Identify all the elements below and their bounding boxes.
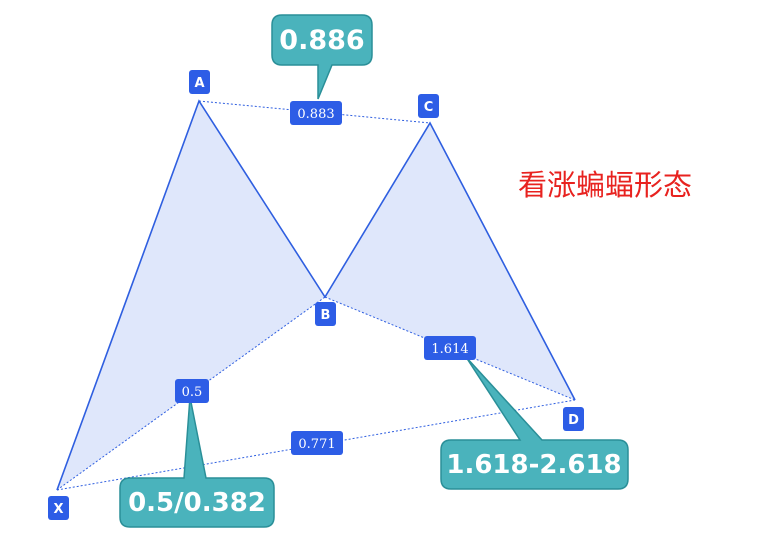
point-label-b: B	[315, 302, 336, 326]
point-x-text: X	[53, 502, 63, 517]
point-c-text: C	[424, 100, 434, 115]
ratio-label-ac: 0.883	[290, 101, 342, 125]
ratio-xb-text: 0.5	[182, 385, 203, 400]
callout-top: 0.886	[271, 14, 373, 100]
bd-dotted-line	[324, 296, 576, 401]
callout-bottom-left-text: 0.5/0.382	[128, 488, 266, 518]
ratio-xd-text: 0.771	[298, 437, 335, 452]
xab-triangle	[57, 101, 325, 490]
callout-bottom-right: 1.618-2.618	[440, 356, 629, 490]
callout-top-text: 0.886	[279, 25, 364, 56]
xabcd-path	[56, 99, 576, 491]
point-a-text: A	[194, 76, 204, 91]
point-label-d: D	[563, 407, 584, 431]
ratio-label-xd: 0.771	[291, 431, 343, 455]
ratio-ac-text: 0.883	[297, 107, 334, 122]
ratio-bd-text: 1.614	[431, 342, 468, 357]
point-d-text: D	[568, 413, 579, 428]
ratio-label-bd: 1.614	[424, 336, 476, 360]
callout-bottom-left: 0.5/0.382	[119, 396, 275, 528]
bcd-triangle	[325, 123, 575, 400]
pattern-title: 看涨蝙蝠形态	[518, 168, 693, 202]
point-label-x: X	[48, 496, 69, 520]
point-label-c: C	[418, 94, 439, 118]
ratio-label-xb: 0.5	[175, 379, 209, 403]
point-label-a: A	[189, 70, 210, 94]
callout-bottom-right-text: 1.618-2.618	[446, 450, 621, 480]
point-b-text: B	[321, 308, 331, 323]
